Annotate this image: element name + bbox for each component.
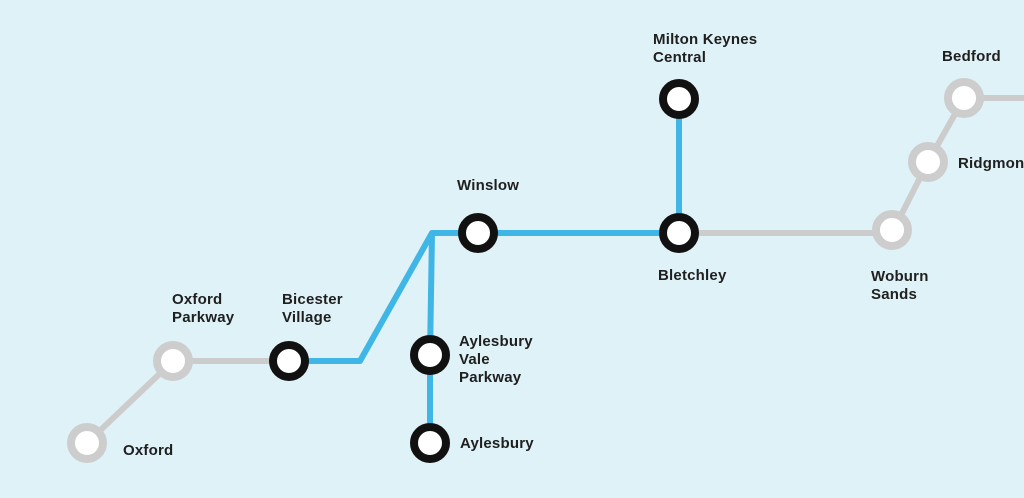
station-marker-bedford[interactable] bbox=[944, 78, 984, 118]
station-label-aylesbury: Aylesbury bbox=[460, 435, 534, 452]
station-marker-bletchley[interactable] bbox=[659, 213, 699, 253]
station-label-bletchley: Bletchley bbox=[658, 267, 727, 284]
station-marker-aylesbury[interactable] bbox=[410, 423, 450, 463]
station-label-winslow: Winslow bbox=[457, 177, 520, 194]
station-marker-milton-keynes-central[interactable] bbox=[659, 79, 699, 119]
station-marker-oxford-parkway[interactable] bbox=[153, 341, 193, 381]
station-marker-winslow[interactable] bbox=[458, 213, 498, 253]
station-label-bedford: Bedford bbox=[942, 48, 1001, 65]
station-label-bicester-village: Bicester Village bbox=[282, 291, 343, 326]
station-label-oxford-parkway: Oxford Parkway bbox=[172, 291, 235, 326]
line-bicester-to-bletchley bbox=[289, 230, 679, 364]
station-marker-woburn-sands[interactable] bbox=[872, 210, 912, 250]
station-label-milton-keynes-central: Milton Keynes Central bbox=[653, 31, 758, 66]
station-marker-oxford[interactable] bbox=[67, 423, 107, 463]
station-label-aylesbury-vale-parkway: Aylesbury Vale Parkway bbox=[459, 333, 533, 386]
station-marker-ridgmont[interactable] bbox=[908, 142, 948, 182]
station-marker-bicester-village[interactable] bbox=[269, 341, 309, 381]
station-label-ridgmont: Ridgmont bbox=[958, 155, 1024, 172]
station-label-oxford: Oxford bbox=[123, 442, 174, 459]
station-marker-aylesbury-vale-parkway[interactable] bbox=[410, 335, 450, 375]
station-label-woburn-sands: Woburn Sands bbox=[871, 268, 929, 303]
